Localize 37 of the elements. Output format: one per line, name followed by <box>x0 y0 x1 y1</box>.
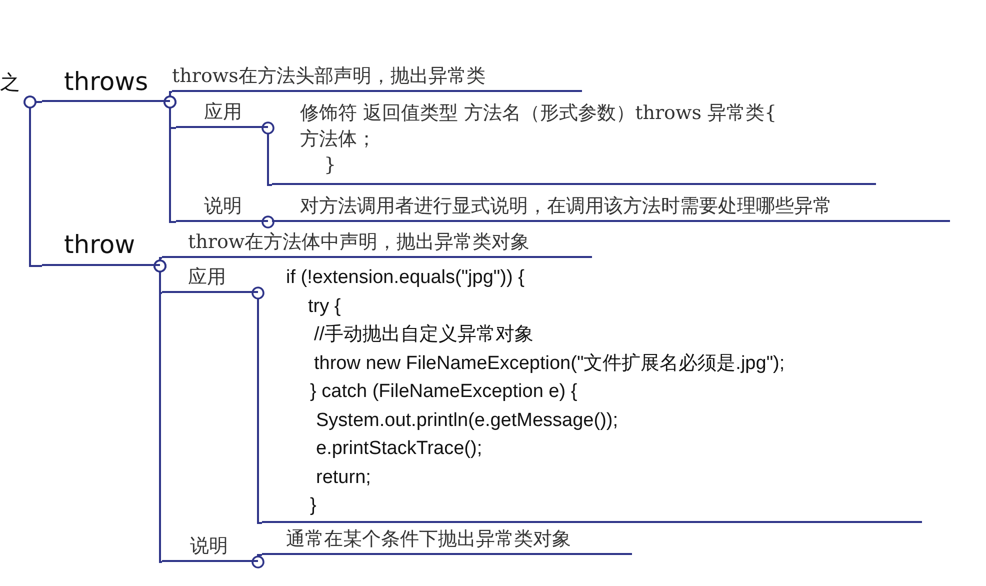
topic-text: 说明 <box>190 534 229 559</box>
underlined-topic <box>262 526 632 555</box>
code-line: 修饰符 返回值类型 方法名（形式参数）throws 异常类{ <box>300 101 777 126</box>
underlined-topic <box>172 63 582 92</box>
code-line: } <box>309 494 316 518</box>
tree-connector <box>262 216 274 228</box>
tree-connector <box>164 96 176 223</box>
code-line: e.printStackTrace(); <box>315 437 482 461</box>
underlined-topic <box>162 264 258 293</box>
topic-text: 应用 <box>188 265 227 290</box>
topic-text: 说明 <box>204 194 243 219</box>
topic-text: 应用 <box>204 100 243 125</box>
underlined-topic <box>272 100 876 185</box>
topic-text: 对方法调用者进行显式说明，在调用该方法时需要处理哪些异常 <box>300 194 833 219</box>
code-line: //手动抛出自定义异常对象 <box>313 323 534 347</box>
code-line: if (!extension.equals("jpg")) { <box>286 266 524 290</box>
code-line: throw new FileNameException("文件扩展名必须是.jpg"); <box>313 352 785 376</box>
code-line: } catch (FileNameException e) { <box>309 380 578 404</box>
topic-text: throws在方法头部声明，抛出异常类 <box>172 64 486 89</box>
underlined-topic <box>162 229 592 258</box>
underlined-topic <box>272 193 950 222</box>
topic-title: 之 <box>0 70 21 94</box>
code-line: return; <box>315 466 371 490</box>
code-line: try { <box>307 294 341 318</box>
tree-connector <box>24 96 42 267</box>
tree-connector <box>154 260 166 563</box>
code-line: 方法体； <box>300 127 376 152</box>
topic-title: throw <box>63 229 136 261</box>
code-line: System.out.println(e.getMessage()); <box>315 408 618 432</box>
tree-connector <box>262 122 274 186</box>
underlined-topic <box>176 99 268 128</box>
tree-connector <box>252 554 264 568</box>
topic-text: throw在方法体中声明，抛出异常类对象 <box>188 230 531 255</box>
topic-text: 通常在某个条件下抛出异常类对象 <box>286 527 572 552</box>
code-line: } <box>323 153 336 178</box>
topic-title: throws <box>63 66 150 98</box>
tree-connector <box>252 286 264 524</box>
